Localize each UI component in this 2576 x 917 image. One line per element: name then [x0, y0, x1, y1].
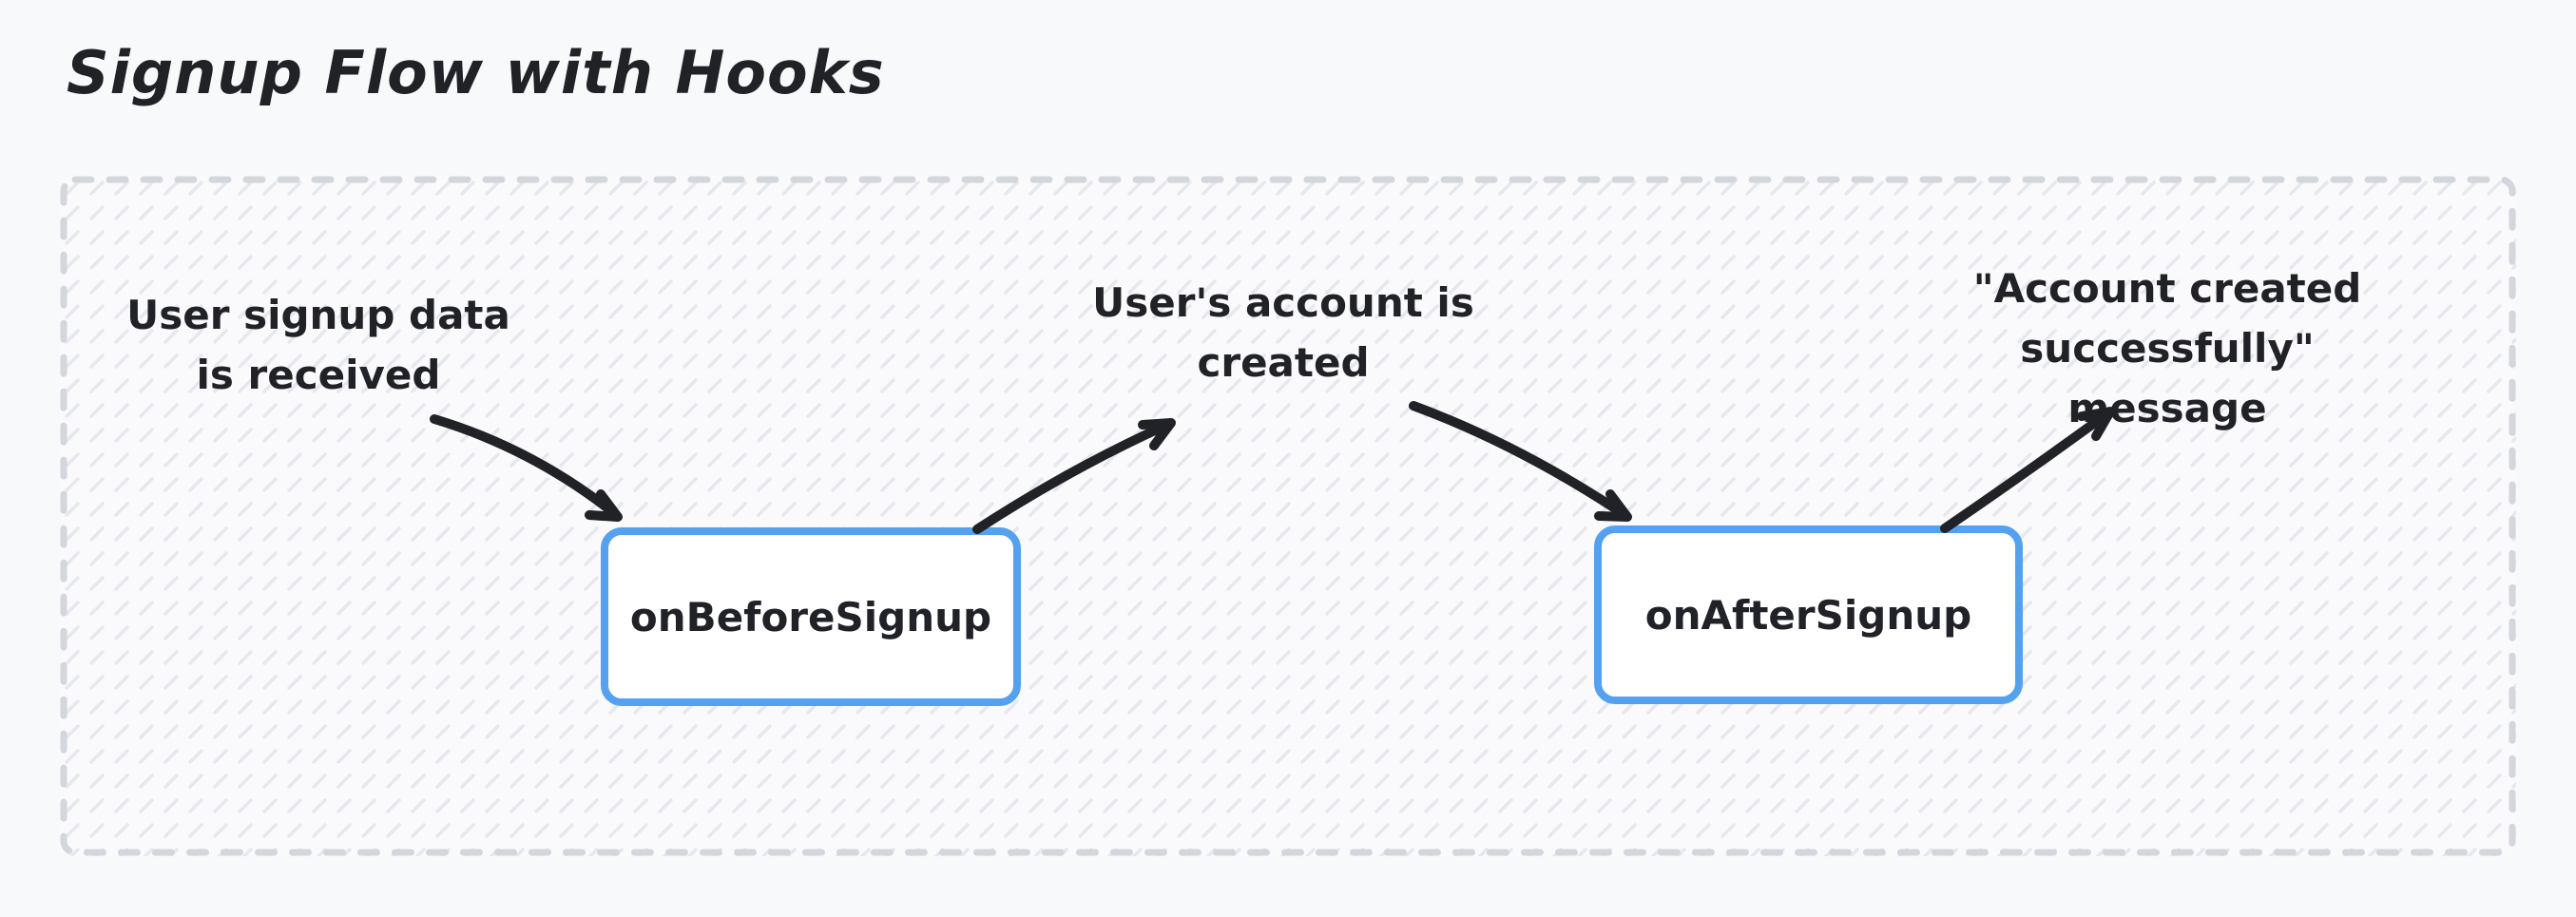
hook-box-onbeforesignup: onBeforeSignup — [601, 527, 1021, 706]
annotation-success-message: "Account created successfully" message — [1972, 265, 2362, 431]
diagram-title: Signup Flow with Hooks — [67, 38, 885, 107]
annotation-user-signup-data: User signup data is received — [126, 292, 510, 398]
panel-dashed-border — [60, 176, 2516, 856]
annotation-account-created: User's account is created — [1092, 279, 1474, 386]
hook-label-onbeforesignup: onBeforeSignup — [629, 593, 992, 640]
hook-box-onaftersignup: onAfterSignup — [1594, 525, 2023, 704]
hook-label-onaftersignup: onAfterSignup — [1644, 591, 1972, 639]
